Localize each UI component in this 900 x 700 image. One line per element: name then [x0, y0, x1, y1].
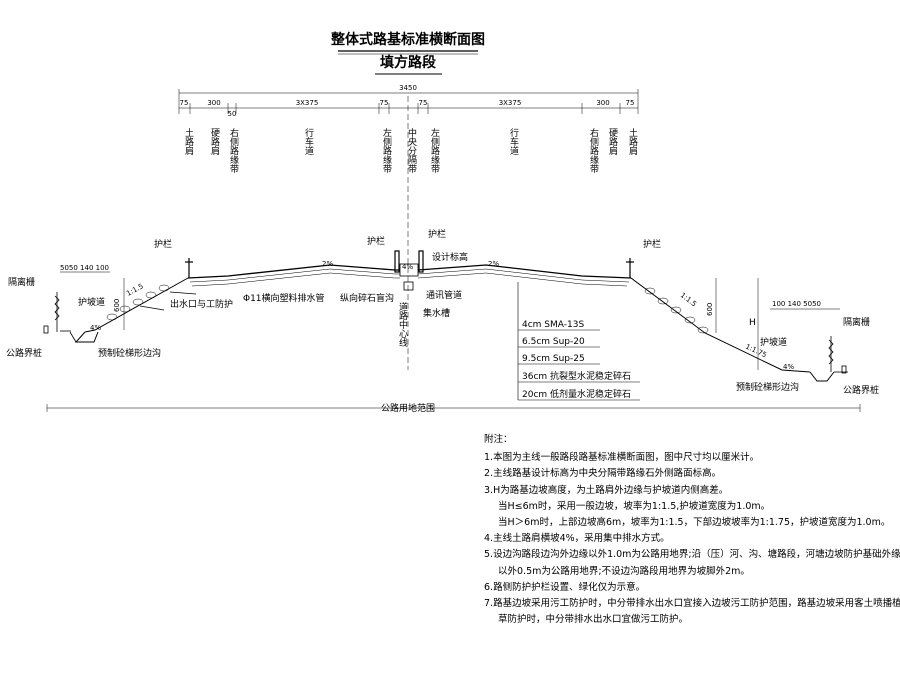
pave-layer-1: 4cm SMA-13S [522, 320, 584, 330]
slope-dimensions [46, 271, 861, 412]
vlabel-8: 行车道 [508, 127, 519, 156]
vlabel-11: 土路肩 [627, 127, 638, 156]
vlabel-4: 行车道 [303, 127, 314, 156]
boundary-post-right: 公路界桩 [843, 384, 879, 396]
note-line: 1.本图为主线一般路段路基标准横断面图，图中尺寸均以厘米计。 [484, 452, 760, 464]
notes-heading: 附注： [484, 434, 513, 445]
berm-label-left: 护坡道 [78, 296, 105, 308]
drain-pipe-label: Φ11横向塑料排水管 [243, 292, 325, 304]
vlabel-6: 中央分隔带 [406, 127, 417, 174]
crossfall-right: 2% [488, 260, 499, 268]
pave-layer-2: 6.5cm Sup-20 [522, 337, 585, 347]
pave-layer-3: 9.5cm Sup-25 [522, 354, 585, 364]
note-line: 当H＞6m时，上部边坡高6m，坡率为1:1.5，下部边坡坡率为1:1.75，护坡… [498, 517, 891, 529]
dim-seg-7: 3X375 [499, 99, 522, 107]
vlabel-2: 硬路肩 [209, 128, 220, 156]
note-line: 2.主线路基设计标高为中央分隔带路缘石外侧路面标高。 [484, 468, 722, 480]
fence-label-left: 隔离栅 [8, 276, 35, 288]
dim-seg-9: 75 [626, 99, 635, 107]
gravel-drain-label: 纵向碎石盲沟 [340, 292, 394, 304]
centerline-label: 道路中心线 [397, 301, 408, 347]
guardrail-label-right: 护栏 [643, 238, 661, 250]
dim-seg-5: 75 [380, 99, 389, 107]
shoulder-slope-left: 4% [90, 324, 101, 332]
vlabel-10: 硬路肩 [607, 128, 618, 156]
vertical-lane-labels: 土路肩 硬路肩 右侧路缘带 行车道 左侧路缘带 中央分隔带 左侧路缘带 行车道 … [183, 127, 638, 347]
guardrail-label-mid2: 护栏 [428, 228, 446, 240]
right-embankment [630, 277, 848, 382]
notes-section: 附注： 1.本图为主线一般路段路基标准横断面图，图中尺寸均以厘米计。 2.主线路基… [484, 432, 900, 628]
vlabel-9: 右侧路缘带 [588, 127, 599, 174]
dim-seg-3: 50 [228, 110, 237, 118]
note-line: 草防护时，中分带排水出水口宜做污工防护。 [498, 614, 689, 626]
height-H-label: H [749, 318, 756, 328]
left-embankment [60, 277, 197, 343]
note-line: 6.路侧防护护栏设置、绿化仅为示意。 [484, 581, 646, 593]
dim-seg-2: 300 [207, 99, 220, 107]
vlabel-3: 右侧路缘带 [228, 127, 239, 174]
height-600-left: 600 [113, 299, 121, 312]
total-dimension: 3450 [178, 84, 639, 114]
segment-dimensions [179, 96, 638, 370]
catch-basin-label: 集水槽 [423, 307, 450, 319]
shoulder-slope-right: 4% [783, 363, 794, 371]
land-range-label: 公路用地范围 [381, 402, 435, 414]
drawing-title: 整体式路基标准横断面图 [330, 31, 485, 48]
pave-layer-4: 36cm 抗裂型水泥稳定碎石 [522, 370, 631, 382]
precast-ditch-left: 预制砼梯形边沟 [98, 347, 161, 359]
drawing-subtitle: 填方路段 [380, 54, 436, 71]
note-line: 3.H为路基边坡高度，为土路肩外边缘与护坡道内侧高差。 [484, 484, 729, 496]
slope-1-1-5-left: 1:1.5 [125, 282, 145, 297]
dim-seg-6: 75 [419, 99, 428, 107]
total-width-label: 3450 [399, 84, 417, 92]
note-line: 5.设边沟路段边沟外边缘以外1.0m为公路用地界;沿（压）河、沟、塘路段，河塘边… [484, 549, 900, 561]
guardrail-label-mid: 护栏 [367, 235, 385, 247]
crossfall-left: 2% [322, 260, 333, 268]
dim-seg-4: 3X375 [296, 99, 319, 107]
guardrail-label-left: 护栏 [154, 238, 172, 250]
note-line: 7.路基边坡采用污工防护时，中分带排水出水口宜接入边坡污工防护范围，路基边坡采用… [484, 598, 900, 610]
precast-ditch-right: 预制砼梯形边沟 [736, 381, 799, 393]
isolation-fences [43, 292, 847, 374]
road-surface [187, 250, 632, 291]
slope-1-1-5-right: 1:1.5 [679, 291, 698, 308]
height-600-right: 600 [706, 303, 714, 316]
fence-dims-right: 100 140 5050 [772, 300, 821, 308]
dim-seg-8: 300 [596, 99, 609, 107]
note-line: 以外0.5m为公路用地界;不设边沟路段用地界为坡脚外2m。 [498, 565, 750, 577]
outlet-label: 出水口与工防护 [170, 298, 233, 310]
design-elevation-label: 设计标高 [432, 251, 468, 263]
fence-label-right: 隔离栅 [843, 316, 870, 328]
note-line: 4.主线土路肩横坡4%，采用集中排水方式。 [484, 533, 670, 545]
vlabel-7: 左侧路缘带 [429, 127, 440, 174]
comm-pipe-label: 通讯管道 [426, 289, 462, 301]
dim-seg-1: 75 [180, 99, 189, 107]
vlabel-1: 土路肩 [183, 127, 194, 156]
note-line: 当H≤6m时，采用一般边坡，坡率为1:1.5,护坡道宽度为1.0m。 [498, 500, 771, 512]
berm-label-right: 护坡道 [760, 336, 787, 348]
pavement-structure [517, 282, 640, 401]
fence-dims-left: 5050 140 100 [60, 264, 109, 272]
vlabel-5: 左侧路缘带 [381, 127, 392, 174]
pave-layer-5: 20cm 低剂量水泥稳定碎石 [522, 388, 631, 400]
boundary-post-left: 公路界桩 [6, 347, 42, 359]
guardrails [185, 258, 634, 278]
crossfall-median: 4% [402, 263, 413, 271]
